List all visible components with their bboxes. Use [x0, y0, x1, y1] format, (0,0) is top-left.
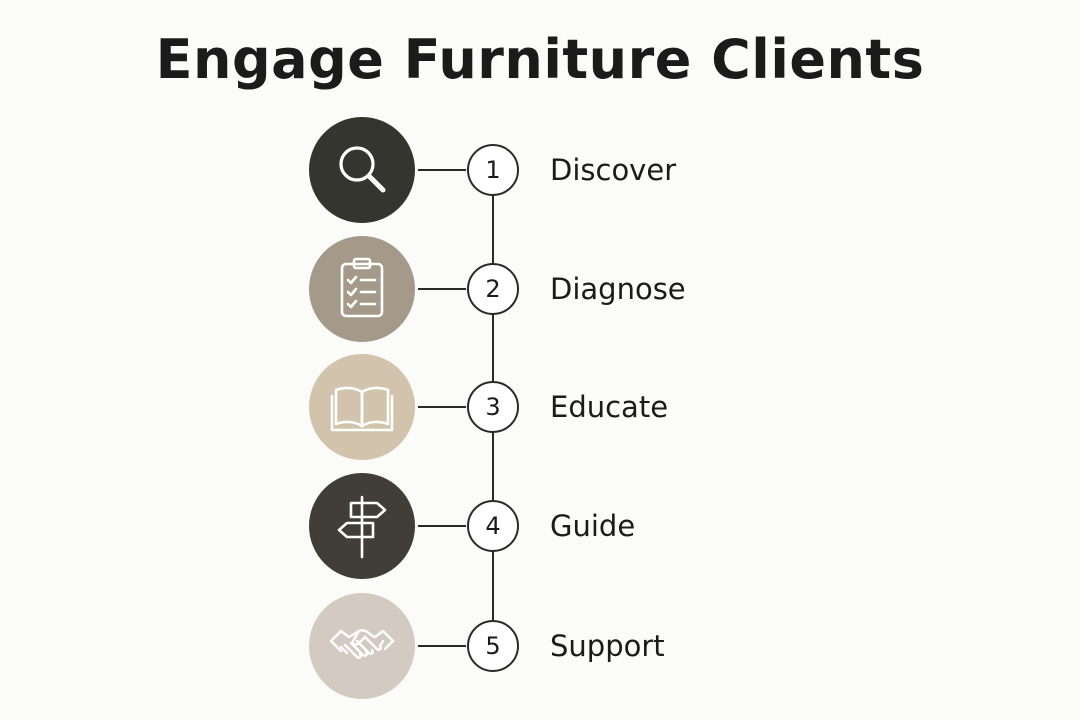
step-2-number: 2	[467, 263, 519, 315]
open-book-icon	[309, 354, 415, 460]
step-3: 3 Educate	[0, 354, 1080, 460]
step-2-label: Diagnose	[550, 272, 686, 306]
magnifying-glass-icon	[309, 117, 415, 223]
step-4-label: Guide	[550, 509, 636, 543]
step-4-number: 4	[467, 500, 519, 552]
step-4-connector	[418, 525, 466, 527]
step-2: 2 Diagnose	[0, 236, 1080, 342]
step-5-label: Support	[550, 629, 665, 663]
step-1-connector	[418, 169, 466, 171]
signpost-icon	[309, 473, 415, 579]
step-5-number: 5	[467, 620, 519, 672]
step-3-connector	[418, 406, 466, 408]
clipboard-checklist-icon	[309, 236, 415, 342]
diagram-title: Engage Furniture Clients	[155, 28, 925, 91]
step-4: 4 Guide	[0, 473, 1080, 579]
step-3-number: 3	[467, 381, 519, 433]
step-5-connector	[418, 645, 466, 647]
step-1: 1 Discover	[0, 117, 1080, 223]
step-1-label: Discover	[550, 153, 677, 187]
step-1-number: 1	[467, 144, 519, 196]
step-2-connector	[418, 288, 466, 290]
step-3-label: Educate	[550, 390, 669, 424]
handshake-icon	[309, 593, 415, 699]
step-5: 5 Support	[0, 593, 1080, 699]
